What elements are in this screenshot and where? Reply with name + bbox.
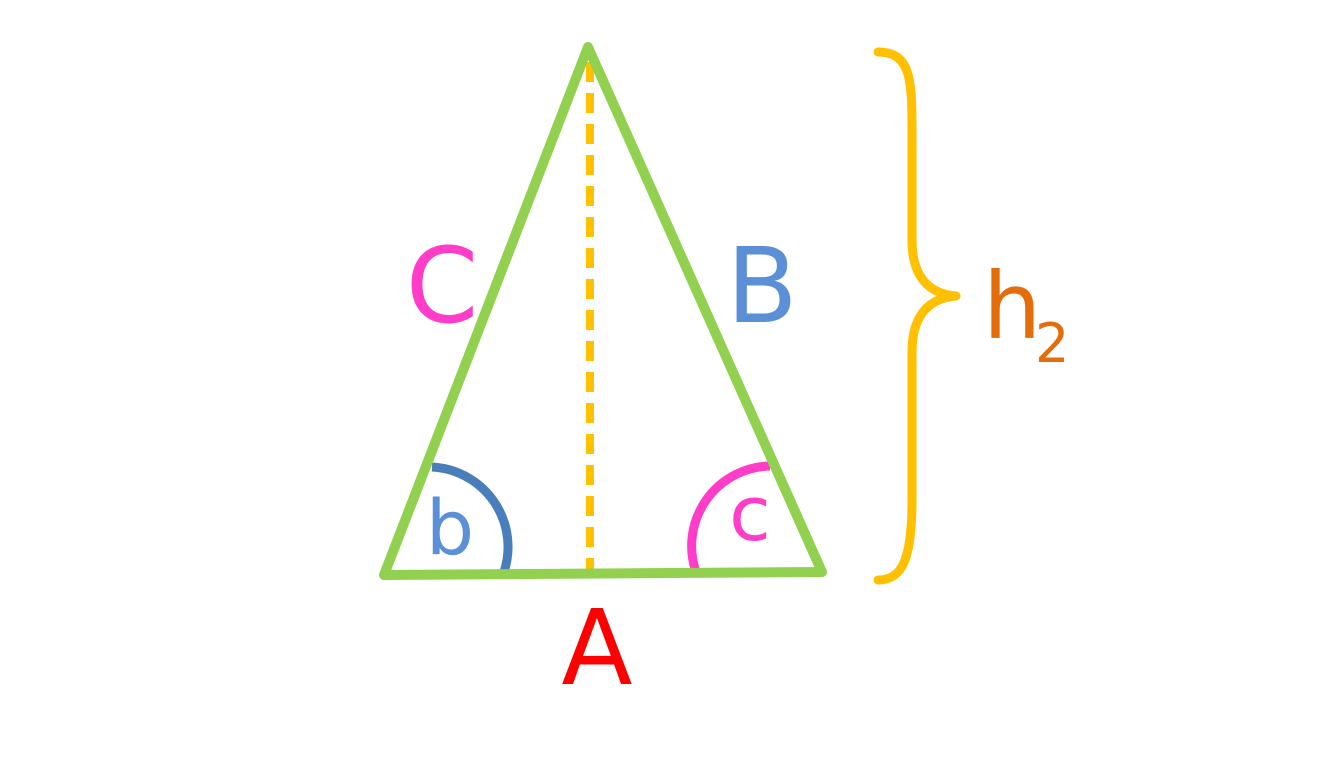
height-label: h: [983, 253, 1041, 360]
triangle: [379, 42, 827, 580]
height-label-subscript: 2: [1035, 312, 1069, 375]
side-label-b: B: [726, 225, 797, 347]
angle-label-b: b: [426, 483, 474, 572]
side-label-a: A: [561, 587, 632, 709]
angle-c-arc: [687, 461, 771, 574]
angle-label-c: c: [729, 469, 771, 558]
height-brace: [873, 47, 961, 585]
angle-b-arc: [431, 462, 513, 574]
side-label-c: C: [406, 225, 479, 347]
